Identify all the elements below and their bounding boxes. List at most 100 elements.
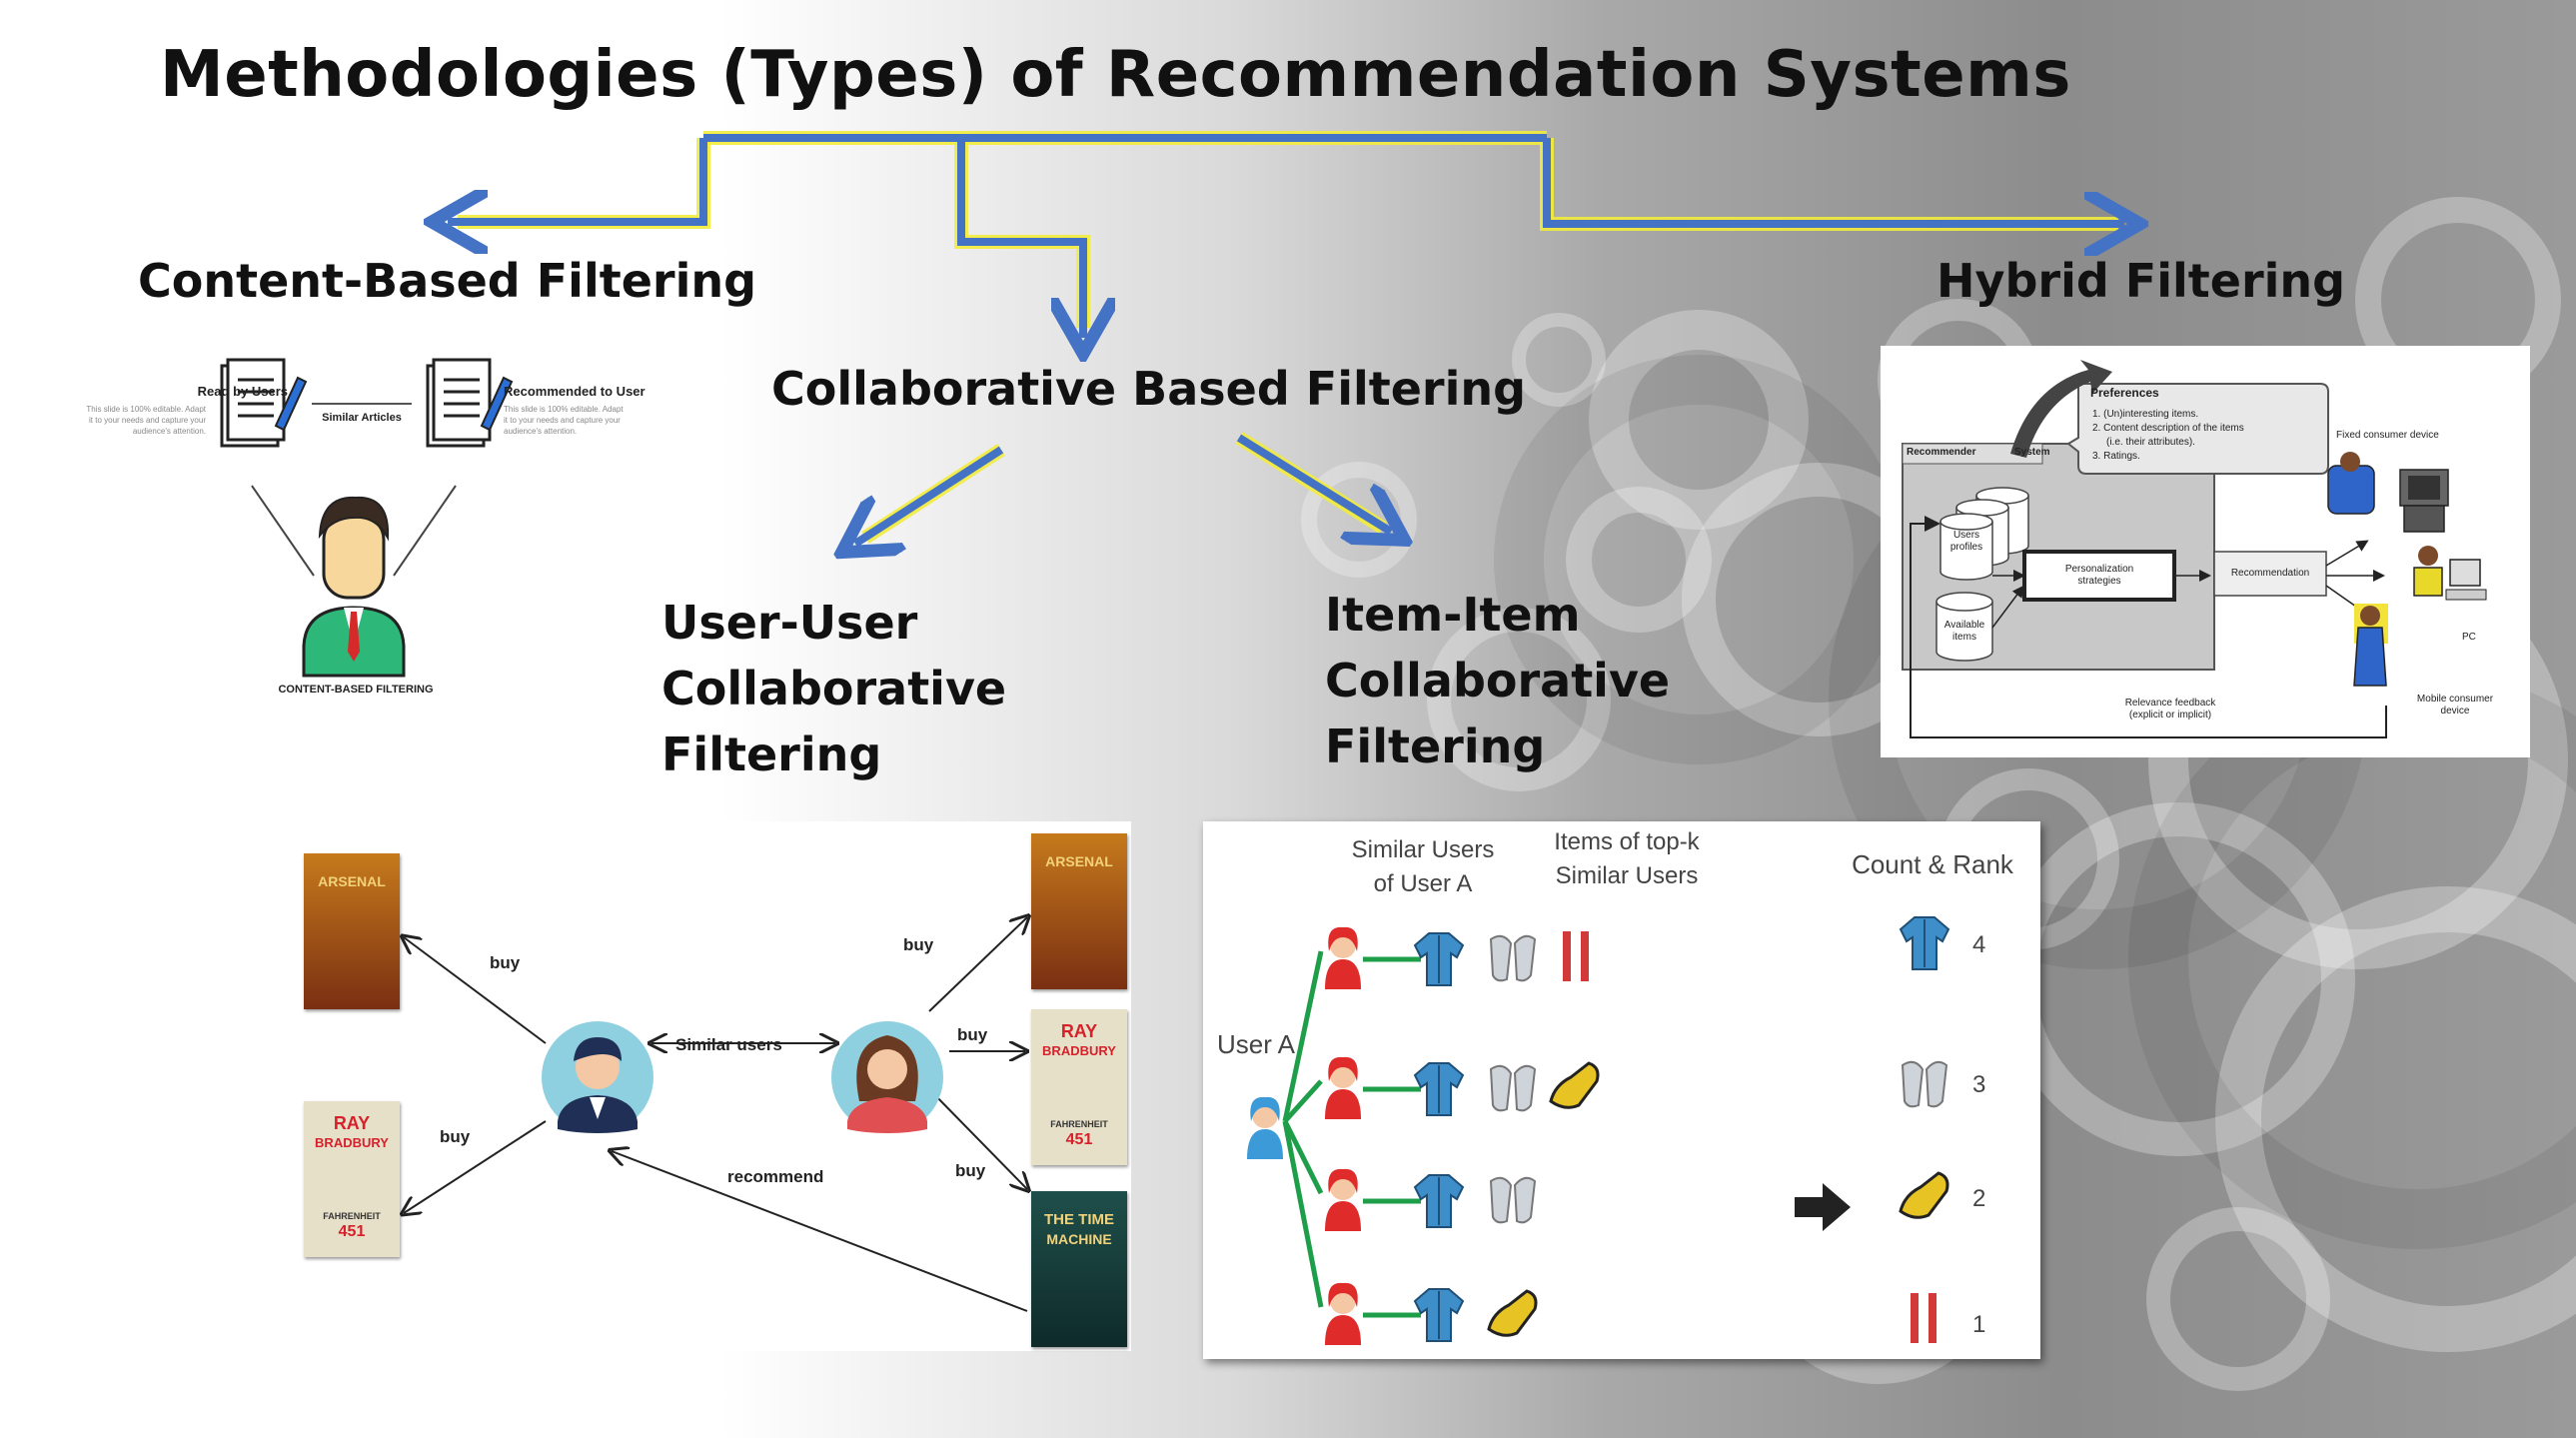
hybrid-heading: Hybrid Filtering xyxy=(1936,254,2346,308)
book-author: BRADBURY xyxy=(1042,1043,1116,1058)
preferences-list: 1. (Un)interesting items. 2. Content des… xyxy=(2092,408,2322,464)
mobile-device-line: device xyxy=(2440,706,2470,717)
book-title: THE TIME xyxy=(1044,1211,1114,1228)
book-title: ARSENAL xyxy=(318,873,386,889)
shirt-icon xyxy=(1413,932,1465,986)
desc-line: This slide is 100% editable. Adapt xyxy=(504,405,624,414)
relevance-line: (explicit or implicit) xyxy=(2128,710,2212,720)
buy-label: buy xyxy=(440,1127,471,1146)
user-avatar-female xyxy=(831,1021,943,1133)
item-item-heading-line: Collaborative xyxy=(1325,654,1671,708)
personalization-line: strategies xyxy=(2077,576,2121,587)
desc-line: it to your needs and capture your xyxy=(504,416,621,425)
user-a-label: User A xyxy=(1217,1029,1296,1059)
similar-user-icon xyxy=(1325,1168,1361,1231)
book-author: BRADBURY xyxy=(315,1135,389,1150)
preferences-title: Preferences xyxy=(2090,386,2159,400)
similar-user-icon xyxy=(1325,926,1361,989)
shirt-icon xyxy=(1899,916,1950,970)
book-author: RAY xyxy=(1060,1021,1098,1041)
similar-users-label: Similar users xyxy=(675,1035,782,1054)
book-cover-fahrenheit: RAY BRADBURY FAHRENHEIT 451 xyxy=(1031,1009,1127,1165)
user-link-line xyxy=(1283,1079,1323,1123)
fixed-device-icon xyxy=(2327,452,2449,533)
user-user-heading-line: User-User xyxy=(661,596,918,650)
item-item-panel: Similar Users of User A Items of top-k S… xyxy=(1203,821,2040,1359)
shirt-icon xyxy=(1413,1174,1465,1228)
relevance-line: Relevance feedback xyxy=(2124,698,2216,709)
book-cover-arsenal: ARSENAL xyxy=(1031,833,1127,989)
similar-user-icon xyxy=(1325,1282,1361,1345)
user-avatar-male xyxy=(542,1021,653,1133)
socks-icon xyxy=(1563,931,1589,981)
available-items-label: Available items xyxy=(1932,620,1996,644)
rank-count: 4 xyxy=(1972,931,1986,958)
recommended-desc: This slide is 100% editable. Adapt it to… xyxy=(504,404,642,437)
document-icon xyxy=(220,358,308,448)
user-link-line xyxy=(1282,1119,1324,1195)
user-link-line xyxy=(1282,1120,1324,1308)
book-author: RAY xyxy=(333,1113,371,1133)
available-items-line: items xyxy=(1952,632,1976,643)
desc-line: audience's attention. xyxy=(504,427,578,436)
personalization-line: Personalization xyxy=(2064,564,2134,575)
shoe-icon xyxy=(1549,1061,1600,1109)
read-desc: This slide is 100% editable. Adapt it to… xyxy=(76,404,206,437)
items-topk-header: Items of top-k Similar Users xyxy=(1537,825,1717,893)
similar-users-header: Similar Users of User A xyxy=(1333,833,1513,901)
users-profiles-line: Users xyxy=(1952,530,1980,541)
book-cover-fahrenheit: RAY BRADBURY FAHRENHEIT 451 xyxy=(304,1101,400,1257)
buy-label: buy xyxy=(957,1025,988,1044)
book-number: 451 xyxy=(1065,1131,1093,1148)
book-cover-arsenal: ARSENAL xyxy=(304,853,400,1009)
user-user-heading: User-User Collaborative Filtering xyxy=(661,590,1006,787)
item-item-heading-line: Filtering xyxy=(1325,719,1546,773)
users-profiles-line: profiles xyxy=(1949,542,1983,553)
item-item-heading: Item-Item Collaborative Filtering xyxy=(1325,582,1670,779)
read-by-users-label: Read by Users xyxy=(197,384,288,399)
relevance-label: Relevance feedback (explicit or implicit… xyxy=(2070,698,2270,721)
desc-line: This slide is 100% editable. Adapt xyxy=(86,405,206,414)
preferences-item: 1. (Un)interesting items. xyxy=(2092,409,2199,420)
gloves-icon xyxy=(1901,1060,1948,1108)
header-line: Similar Users xyxy=(1555,862,1699,889)
pc-label: PC xyxy=(2462,632,2476,643)
person-icon xyxy=(302,496,406,678)
page-title: Methodologies (Types) of Recommendation … xyxy=(160,38,2071,112)
content-based-caption: CONTENT-BASED FILTERING xyxy=(278,684,434,696)
desc-line: audience's attention. xyxy=(132,427,206,436)
gloves-icon xyxy=(1489,1176,1537,1224)
socks-icon xyxy=(1911,1293,1936,1343)
big-arrow-icon xyxy=(1795,1183,1851,1231)
desc-line: it to your needs and capture your xyxy=(89,416,206,425)
shoe-icon xyxy=(1899,1171,1949,1219)
users-profiles-label: Users profiles xyxy=(1940,530,1992,554)
rank-count: 1 xyxy=(1972,1311,1986,1338)
header-line: Items of top-k xyxy=(1554,828,1700,855)
user-user-heading-line: Collaborative xyxy=(661,662,1007,716)
mobile-device-label: Mobile consumer device xyxy=(2400,694,2510,718)
mobile-device-icon xyxy=(2353,604,2388,687)
header-line: of User A xyxy=(1373,870,1473,897)
content-based-panel: Read by Users This slide is 100% editabl… xyxy=(76,346,645,710)
mobile-device-line: Mobile consumer xyxy=(2416,694,2494,705)
available-items-line: Available xyxy=(1943,620,1985,631)
recommender-label: Recommender xyxy=(1907,447,1976,458)
hybrid-panel: Preferences 1. (Un)interesting items. 2.… xyxy=(1881,346,2530,757)
item-item-diagram xyxy=(1247,916,1950,1345)
item-item-heading-line: Item-Item xyxy=(1325,588,1581,642)
content-based-heading: Content-Based Filtering xyxy=(138,254,757,308)
preferences-item: 2. Content description of the items xyxy=(2092,423,2244,434)
buy-label: buy xyxy=(903,935,934,954)
fixed-device-label: Fixed consumer device xyxy=(2336,430,2439,441)
book-title: FAHRENHEIT xyxy=(1050,1119,1108,1129)
header-line: Similar Users xyxy=(1351,836,1495,863)
user-link-line xyxy=(1282,950,1324,1122)
user-a-icon xyxy=(1247,1096,1283,1159)
book-title: FAHRENHEIT xyxy=(323,1211,381,1221)
hybrid-diagram xyxy=(1902,360,2487,738)
book-title: MACHINE xyxy=(1046,1231,1112,1247)
collaborative-heading: Collaborative Based Filtering xyxy=(771,362,1527,416)
book-number: 451 xyxy=(338,1223,366,1240)
